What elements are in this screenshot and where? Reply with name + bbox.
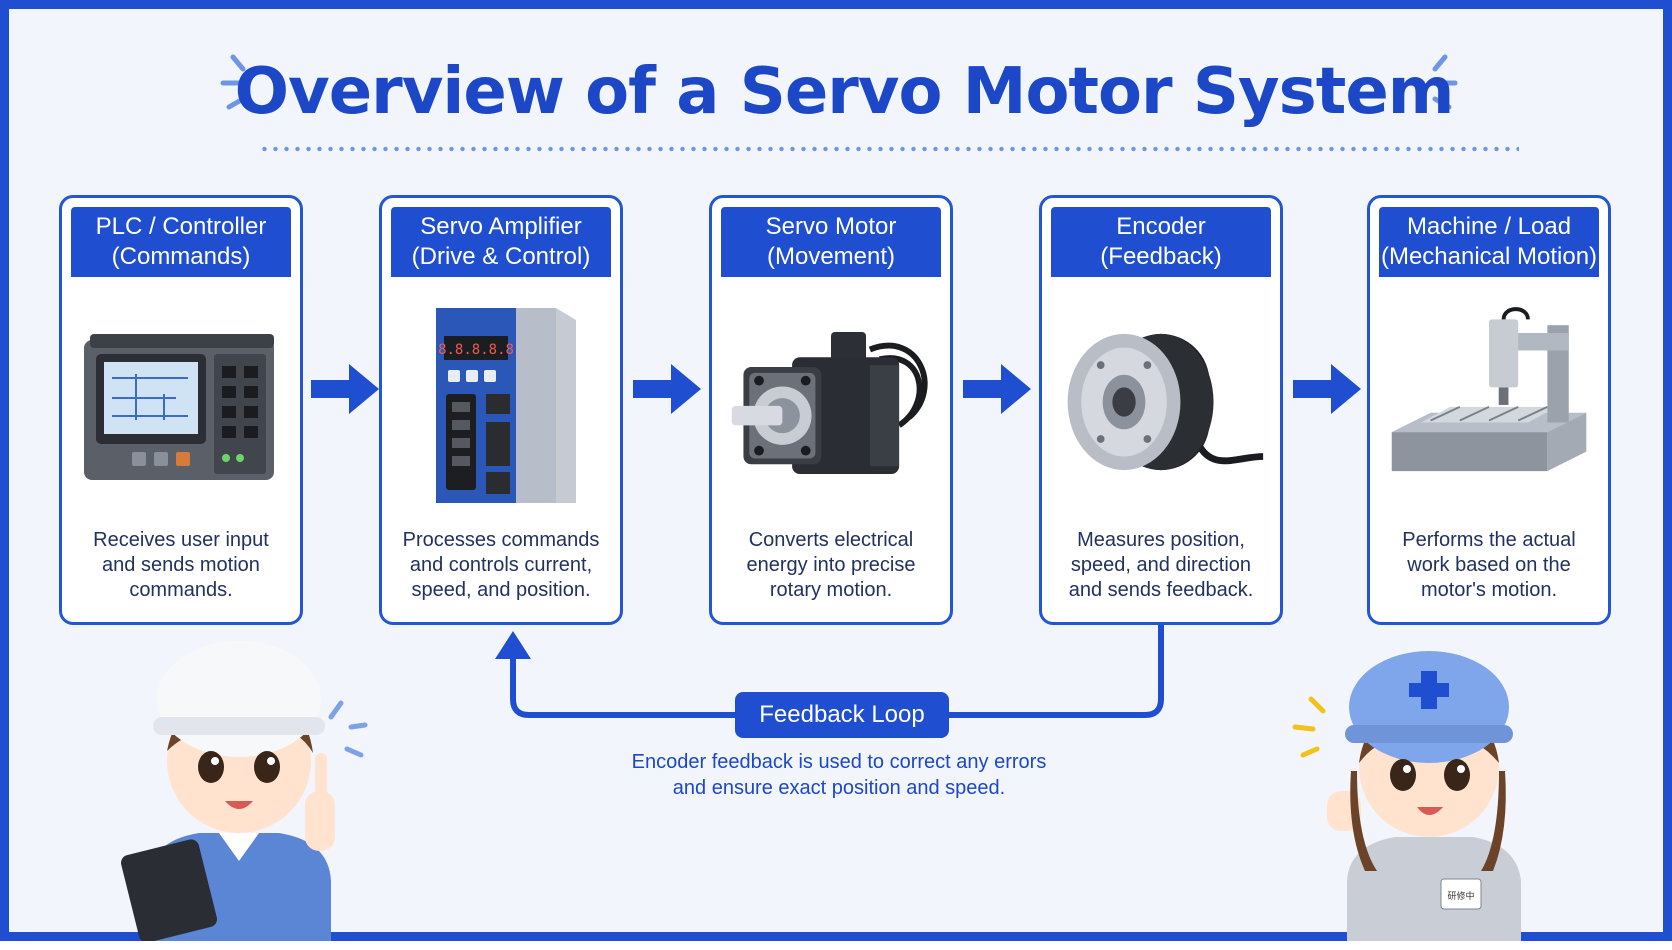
card-amplifier: Servo Amplifier (Drive & Control) 8.8.8.…: [379, 195, 623, 625]
servo-amplifier-icon: 8.8.8.8.8: [436, 308, 576, 503]
servo-motor-icon: [731, 331, 928, 475]
card-title: PLC / Controller: [95, 213, 267, 240]
machine-load-icon: [1391, 307, 1587, 472]
card-title: Servo Amplifier: [420, 213, 582, 240]
card-title: Servo Motor: [765, 213, 897, 240]
card-description: Processes commands and controls current,…: [402, 529, 600, 601]
card-description: Measures position, speed, and direction …: [1068, 529, 1254, 601]
card-description: Converts electrical energy into precise …: [746, 529, 916, 601]
encoder-icon: [1067, 333, 1264, 471]
arrow-right-icon: [633, 364, 701, 414]
card-subtitle: (Feedback): [1100, 243, 1222, 270]
card-subtitle: (Commands): [111, 243, 251, 270]
card-description: Receives user input and sends motion com…: [93, 529, 269, 601]
card-motor: Servo Motor (Movement) Converts electric…: [709, 195, 953, 625]
title-sparkle-right-icon: [1432, 54, 1458, 110]
engineer-girl-icon: 研修中: [1292, 651, 1521, 941]
name-badge: 研修中: [1447, 890, 1474, 902]
card-subtitle: (Mechanical Motion): [1380, 243, 1598, 270]
card-plc: PLC / Controller (Commands): [59, 195, 303, 625]
card-encoder: Encoder (Feedback) Measures position, sp…: [1039, 195, 1283, 625]
card-machine: Machine / Load (Mechanical Motion): [1367, 195, 1611, 625]
arrow-right-icon: [1293, 364, 1361, 414]
arrow-right-icon: [311, 364, 379, 414]
card-subtitle: (Movement): [766, 243, 896, 270]
feedback-loop-note: Encoder feedback is used to correct any …: [631, 751, 1047, 799]
feedback-loop-label: Feedback Loop: [735, 692, 949, 738]
card-title: Encoder: [1116, 213, 1206, 240]
card-header: Servo Motor (Movement): [721, 207, 941, 277]
arrow-right-icon: [963, 364, 1031, 414]
title-sparkle-left-icon: [220, 54, 246, 110]
card-header: Servo Amplifier (Drive & Control): [391, 207, 611, 277]
page-title: Overview of a Servo Motor System: [234, 55, 1455, 129]
card-header: PLC / Controller (Commands): [71, 207, 291, 277]
card-title: Machine / Load: [1406, 213, 1572, 240]
card-subtitle: (Drive & Control): [411, 243, 591, 270]
plc-controller-icon: [84, 334, 274, 480]
card-description: Performs the actual work based on the mo…: [1402, 529, 1576, 601]
svg-text:8.8.8.8.8: 8.8.8.8.8: [438, 342, 514, 358]
card-header: Encoder (Feedback): [1051, 207, 1271, 277]
card-header: Machine / Load (Mechanical Motion): [1379, 207, 1599, 277]
engineer-boy-icon: [120, 641, 368, 941]
title-divider: [259, 146, 1519, 152]
